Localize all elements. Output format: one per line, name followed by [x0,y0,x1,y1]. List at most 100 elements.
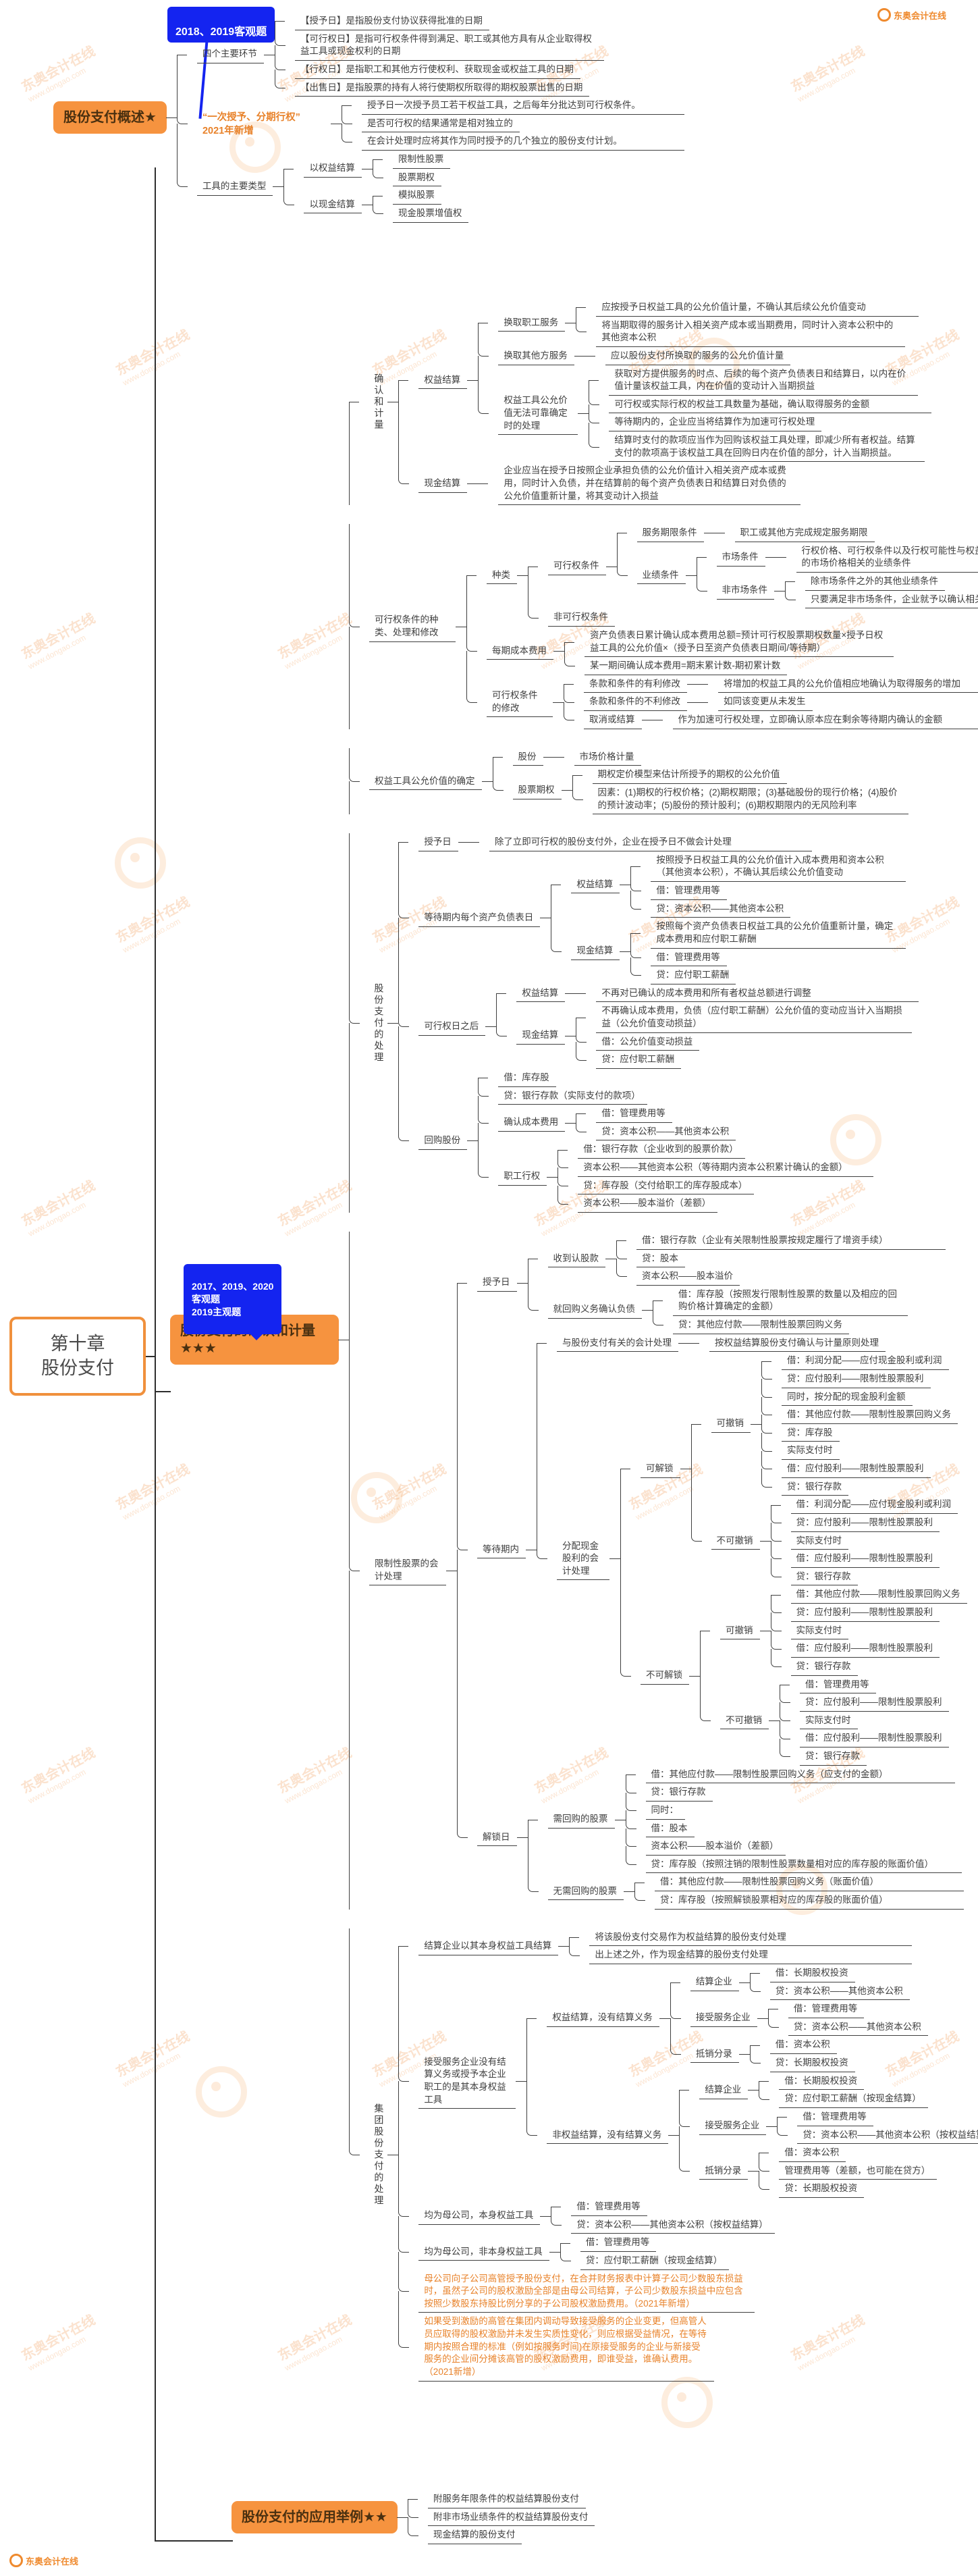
leaf-label: 管理费用等（差额，也可能在贷方） [779,2162,938,2180]
mindmap-node: 可行权条件服务期限条件职工或其他方完成规定服务期限业绩条件市场条件行权价格、可行… [548,524,978,609]
leaf-label: 借：银行存款（企业有关限制性股票按规定履行了增资手续） [636,1232,946,1250]
mindmap-node: 实际支付时 [800,1712,858,1730]
mindmap-node: 将该股份支付交易作为权益结算的股份支付处理 [589,1928,913,1947]
child-connector: 附非市场业绩条件的权益结算股份支付 [407,2508,595,2527]
child-connector: 贷：应付职工薪酬 [576,1051,912,1069]
child-connector: 现金股票增值权 [372,204,469,223]
mindmap-node: 贷：应付职工薪酬（按现金结算） [580,2252,730,2270]
mindmap-node: 贷：资本公积——其他资本公积 [769,1982,910,2001]
exam-badge-middle-text: 2017、2019、2020 客观题 2019主观题 [192,1280,274,1317]
children-group: 确认和计量权益结算换取职工服务应按授予日权益工具的公允价值计量，不确认其后续公允… [338,289,978,2391]
topic-label: 可撤销 [711,1415,751,1434]
mindmap-node: 以现金结算模拟股票现金股票增值权 [304,186,469,223]
mindmap-node: 等待期内每个资产负债表日权益结算按照授予日权益工具的公允价值计入成本费用和资本公… [418,851,906,984]
leaf-label: 贷：其他应付款——限制性股票回购义务 [673,1316,849,1334]
watermark-logo-icon [115,837,166,889]
child-connector: 借：管理费用等 [630,948,906,967]
child-connector: 以现金结算模拟股票现金股票增值权 [283,186,469,223]
mindmap-node: 资本公积——股本溢价（差额） [645,1837,786,1856]
children-group: 条款和条件的有利修改将增加的权益工具的公允价值相应地确认为取得服务的增加条款和条… [553,675,978,729]
mindmap-node: 只要满足非市场条件，企业就予以确认相关成本费用 [805,591,978,609]
child-connector: 借：管理费用等 [551,2198,775,2216]
child-connector: 不可解锁可撤销借：其他应付款——限制性股票回购义务贷：应付股利——限制性股票股利… [620,1585,967,1766]
node-examples: 股份支付的应用举例★★ [232,2501,397,2533]
mindmap-node: 四个主要环节【授予日】是指股份支付协议获得批准的日期【可行权日】是指可行权条件得… [196,12,604,97]
leaf-label: 借：银行存款（企业收到的股票价款） [578,1140,745,1159]
mindmap-node: 股票期权期权定价模型来估计所授予的期权的公允价值因素：(1)期权的行权价格；(2… [512,766,908,815]
mindmap-node: 现金结算企业应当在授予日按照企业承担负债的公允价值计入相关资产成本或费用，同时计… [418,462,801,506]
child-connector: 资本公积——其他资本公积（等待期内资本公积累计确认的金额） [558,1159,874,1177]
topic-label: 股份 [512,748,543,766]
child-connector: 期权定价模型来估计所授予的期权的公允价值 [572,766,908,784]
spine-vertical-line [155,167,156,2542]
mindmap-node: 均为母公司，本身权益工具借：管理费用等贷：资本公积——其他资本公积（按权益结算） [418,2198,775,2234]
children-group: 借：长期股权投资贷：资本公积——其他资本公积 [738,1964,910,2001]
topic-label: 不可撤销 [711,1532,760,1550]
leaf-label: 贷：股本 [636,1250,685,1268]
child-connector: 非权益结算，没有结算义务结算企业借：长期股权投资贷：应付职工薪酬（按现金结算）接… [526,2072,978,2198]
children-group: 借：银行存款（企业收到的股票价款）资本公积——其他资本公积（等待期内资本公积累计… [547,1140,874,1213]
children-group: 除了立即可行权的股份支付外，企业在授予日不做会计处理 [458,833,812,851]
child-connector: 按照授予日权益工具的公允价值计入成本费用和资本公积（其他资本公积），不确认其后续… [630,851,906,883]
mindmap-node: 借：管理费用等 [651,882,727,900]
topic-label: 可撤销 [720,1622,760,1640]
mindmap-node: 借：股本 [645,1820,695,1838]
mindmap-node: 换取其他方服务应以股份支付所换取的服务的公允价值计量 [498,347,791,365]
mindmap-node: 非可行权条件 [548,608,615,627]
child-connector: 借：管理费用等 [560,2234,730,2252]
leaf-label: 贷：应付股利——限制性股票股利 [790,1604,940,1622]
child-connector: 限制性股票的会计处理授予日收到认股款借：银行存款（企业有关限制性股票按规定履行了… [349,1231,978,1910]
mindmap-node: 贷：应付股利——限制性股票股利 [800,1693,949,1712]
child-connector: 贷：银行存款 [625,1783,962,1802]
mindmap-node: 解锁日需回购的股票借：其他应付款——限制性股票回购义务（应支付的金额）贷：银行存… [477,1766,964,1910]
child-connector: 借：应付股利——限制性股票股利 [770,1639,967,1658]
topic-label: 均为母公司，本身权益工具 [418,2207,541,2225]
child-connector: 权益结算，没有结算义务结算企业借：长期股权投资贷：资本公积——其他资本公积接受服… [526,1964,978,2072]
leaf-label: 贷：库存股（交付给职工的库存股成本） [578,1177,755,1195]
exam-badge-top: 2018、2019客观题 [167,7,275,43]
children-group: 与股份支付有关的会计处理按权益结算股份支付确认与计量原则处理分配现金股利的会计处… [526,1334,967,1766]
leaf-label: 实际支付时 [790,1622,848,1640]
mindmap-node: 借：应付股利——限制性股票股利 [800,1729,949,1747]
mindmap-node: 贷：资本公积——其他资本公积 [788,2018,928,2036]
child-connector: 不再确认成本费用，负债（应付职工薪酬）公允价值的变动应当计入当期损益（公允价值变… [576,1002,913,1033]
children-group: 可行权条件服务期限条件职工或其他方完成规定服务期限业绩条件市场条件行权价格、可行… [517,524,978,627]
mindmap-node: 业绩条件市场条件行权价格、可行权条件以及行权可能性与权益工具的市场价格相关的业绩… [636,542,978,609]
child-connector: 借：管理费用等 [767,2000,928,2018]
mindmap-node: 非市场条件除市场条件之外的其他业绩条件只要满足非市场条件，企业就予以确认相关成本… [716,573,978,609]
spine-to-branch2-stub [155,1391,171,1392]
child-connector: 可撤销借：其他应付款——限制性股票回购义务贷：应付股利——限制性股票股利实际支付… [700,1585,967,1676]
leaf-label: 贷：资本公积——其他资本公积 [596,1123,736,1141]
mindmap-node: 股份支付的应用举例★★附服务年限条件的权益结算股份支付附非市场业绩条件的权益结算… [232,2490,595,2544]
children-group: 借：其他应付款——限制性股票回购义务贷：应付股利——限制性股票股利实际支付时借：… [759,1585,967,1676]
topic-label: 股票期权 [512,781,562,799]
leaf-label: 按照每个资产负债表日权益工具的公允价值重新计量，确定成本费用和应付职工薪酬 [651,918,906,949]
topic-label: 限制性股票的会计处理 [369,1555,446,1586]
child-connector: 均为母公司，非本身权益工具借：管理费用等贷：应付职工薪酬（按现金结算） [398,2234,978,2270]
child-connector: 贷：银行存款 [761,1477,958,1496]
leaf-label: 贷：银行存款 [782,1478,848,1496]
children-group: 收到认股款借：银行存款（企业有关限制性股票按规定履行了增资手续）贷：股本资本公积… [516,1232,946,1334]
mindmap-node: 可解锁可撤销借：利润分配——应付现金股利或利润贷：应付股利——限制性股票股利同时… [641,1352,958,1586]
leaf-label: 贷：长期股权投资 [769,2054,855,2072]
child-connector: 条款和条件的不利修改如同该变更从未发生 [564,693,978,711]
child-connector: 按权益结算股份支付确认与计量原则处理 [689,1334,886,1352]
mindmap-node: 可行权或实际行权的权益工具数量为基础，确认取得服务的金额 [609,396,932,414]
leaf-label: 不再对已确认的成本费用和所有者权益总额进行调整 [596,984,919,1003]
child-connector: 可解锁可撤销借：利润分配——应付现金股利或利润贷：应付股利——限制性股票股利同时… [620,1352,967,1586]
topic-label: 四个主要环节 [196,45,264,63]
mindmap-node: 借：其他应付款——限制性股票回购义务（账面价值） [655,1873,964,1891]
mindmap-node: 贷：应付职工薪酬 [651,966,736,984]
mindmap-node: 贷：股本 [636,1250,685,1268]
child-connector: 现金结算企业应当在授予日按照企业承担负债的公允价值计入相关资产成本或费用，同时计… [398,462,931,506]
leaf-label: 借：管理费用等 [571,2198,647,2216]
topic-label: 以现金结算 [304,196,362,214]
child-connector: 借：银行存款（企业收到的股票价款） [558,1140,873,1159]
child-connector: 实际支付时 [761,1442,958,1460]
child-connector: 权益结算不再对已确认的成本费用和所有者权益总额进行调整 [496,984,919,1003]
child-connector: 均为母公司，本身权益工具借：管理费用等贷：资本公积——其他资本公积（按权益结算） [398,2198,978,2234]
mindmap-node: 股票期权 [392,169,441,187]
child-connector: 实际支付时 [780,1711,949,1730]
